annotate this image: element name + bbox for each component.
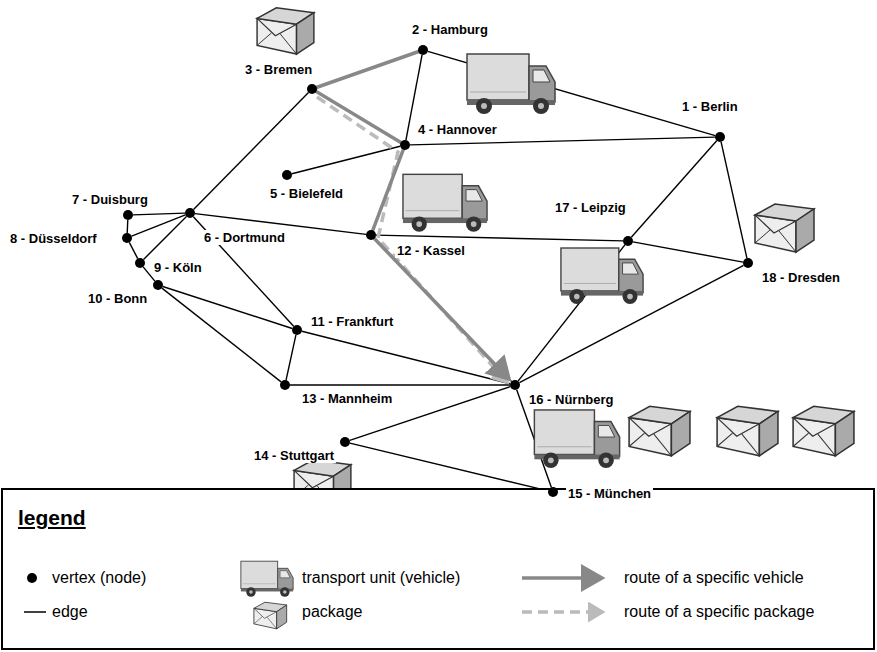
city-label: 12 - Kassel bbox=[395, 243, 467, 258]
road-edge bbox=[631, 141, 716, 238]
road-edge bbox=[133, 213, 185, 215]
city-label: 14 - Stuttgart bbox=[252, 448, 336, 463]
road-edge bbox=[350, 443, 548, 491]
city-label: 18 - Dresden bbox=[760, 270, 842, 285]
city-label: 2 - Hamburg bbox=[410, 22, 490, 37]
road-edge bbox=[633, 242, 743, 262]
city-label: 16 - Nürnberg bbox=[527, 392, 616, 407]
road-edge bbox=[290, 384, 510, 385]
city-label: 9 - Köln bbox=[152, 260, 204, 275]
legend-edge-sample bbox=[24, 611, 46, 613]
city-label: 6 - Dortmund bbox=[202, 230, 287, 245]
vehicle-icon bbox=[467, 54, 555, 114]
city-label: 7 - Duisburg bbox=[70, 192, 150, 207]
city-vertex: 5 - Bielefeld bbox=[282, 170, 292, 180]
legend-frame bbox=[2, 489, 874, 649]
city-vertex: 12 - Kassel bbox=[366, 230, 376, 240]
legend-heading: legend bbox=[18, 506, 86, 530]
city-vertex: 3 - Bremen bbox=[307, 84, 317, 94]
road-edge bbox=[376, 235, 623, 241]
city-vertex: 9 - Köln bbox=[135, 258, 145, 268]
legend-text: route of a specific vehicle bbox=[624, 569, 804, 587]
city-label: 4 - Hannover bbox=[416, 122, 499, 137]
city-label: 10 - Bonn bbox=[86, 291, 149, 306]
city-vertex: 18 - Dresden bbox=[743, 258, 753, 268]
road-edge bbox=[144, 217, 187, 260]
road-edge bbox=[163, 287, 292, 329]
city-vertex: 14 - Stuttgart bbox=[340, 437, 350, 447]
package-route bbox=[317, 97, 507, 382]
package-icon bbox=[793, 406, 854, 456]
vehicle-icon bbox=[534, 410, 619, 468]
road-edge bbox=[129, 242, 137, 258]
city-label: 17 - Leipzig bbox=[553, 200, 628, 215]
city-label: 11 - Frankfurt bbox=[309, 314, 395, 329]
city-vertex: 17 - Leipzig bbox=[623, 236, 633, 246]
road-edge bbox=[286, 335, 296, 380]
road-edge bbox=[292, 146, 400, 174]
vehicle-icon bbox=[561, 248, 643, 304]
legend-package-sample bbox=[254, 602, 287, 629]
city-vertex: 15 - München bbox=[548, 487, 558, 497]
legend-text: vertex (node) bbox=[52, 569, 146, 587]
city-vertex: 2 - Hamburg bbox=[418, 45, 428, 55]
vehicle-icon bbox=[403, 174, 487, 231]
road-edge bbox=[193, 217, 293, 327]
city-vertex: 1 - Berlin bbox=[715, 132, 725, 142]
city-vertex: 8 - Düsseldorf bbox=[122, 233, 132, 243]
legend-vehicle-route-sample bbox=[522, 576, 602, 580]
road-edge bbox=[302, 331, 510, 384]
city-label: 5 - Bielefeld bbox=[268, 186, 345, 201]
legend-vehicle-sample bbox=[241, 561, 293, 597]
road-edge bbox=[127, 220, 129, 233]
package-icon bbox=[629, 406, 690, 456]
legend-text: edge bbox=[52, 603, 88, 621]
legend-text: package bbox=[302, 603, 363, 621]
legend-text: transport unit (vehicle) bbox=[302, 569, 460, 587]
city-vertex: 11 - Frankfurt bbox=[292, 325, 302, 335]
city-label: 15 - München bbox=[566, 486, 653, 501]
road-edge bbox=[410, 137, 715, 145]
city-label: 13 - Mannheim bbox=[300, 391, 394, 406]
package-icon bbox=[717, 406, 778, 456]
city-vertex: 6 - Dortmund bbox=[185, 208, 195, 218]
city-label: 1 - Berlin bbox=[680, 99, 740, 114]
city-label: 3 - Bremen bbox=[243, 62, 314, 77]
city-vertex: 10 - Bonn bbox=[153, 280, 163, 290]
city-vertex: 7 - Duisburg bbox=[123, 210, 133, 220]
city-vertex: 13 - Mannheim bbox=[280, 380, 290, 390]
legend-text: route of a specific package bbox=[624, 603, 814, 621]
road-edge bbox=[162, 288, 281, 382]
package-icon bbox=[755, 204, 814, 252]
package-icon bbox=[257, 8, 314, 54]
legend-package-route-sample bbox=[522, 610, 602, 614]
city-vertex: 16 - Nürnberg bbox=[510, 380, 520, 390]
city-vertex: 4 - Hannover bbox=[400, 140, 410, 150]
city-label: 8 - Düsseldorf bbox=[8, 231, 99, 246]
road-edge bbox=[721, 142, 747, 258]
legend-vertex-sample bbox=[27, 573, 37, 583]
